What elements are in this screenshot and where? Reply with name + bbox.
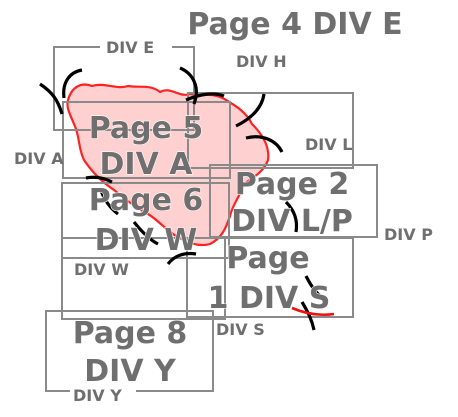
corner-mark-2 bbox=[62, 68, 83, 99]
page-1-label: Page bbox=[226, 241, 309, 276]
div-p-label: DIV P bbox=[384, 225, 433, 244]
div-h-label: DIV H bbox=[236, 52, 287, 71]
page-1-div-label: 1 DIV S bbox=[208, 281, 331, 316]
corner-mark-6 bbox=[245, 135, 284, 153]
corner-mark-3 bbox=[179, 66, 198, 105]
corner-mark-4 bbox=[185, 92, 225, 102]
page-box-page-1[interactable] bbox=[186, 237, 354, 318]
div-l-label: DIV L bbox=[305, 135, 352, 154]
corner-mark-red bbox=[291, 306, 335, 317]
page-5-label: Page 5 bbox=[89, 111, 204, 146]
corner-mark-9 bbox=[132, 221, 159, 246]
page-box-div-w[interactable] bbox=[61, 237, 226, 320]
map-title: Page 4 DIV E bbox=[187, 7, 402, 42]
page-box-page-6[interactable] bbox=[61, 182, 230, 259]
corner-mark-7 bbox=[85, 175, 113, 184]
page-6-div-label: DIV W bbox=[95, 223, 198, 258]
page-2-label: Page 2 bbox=[235, 167, 350, 202]
corner-mark-5 bbox=[235, 93, 266, 128]
page-8-label: Page 8 bbox=[73, 316, 188, 351]
div-y-label: DIV Y bbox=[73, 386, 122, 405]
page-2-div-label: DIV L/P bbox=[231, 204, 353, 239]
div-e-label: DIV E bbox=[106, 38, 154, 57]
corner-mark-1 bbox=[39, 82, 64, 115]
div-y-label-bg bbox=[70, 388, 136, 404]
div-e-label-bg bbox=[100, 40, 172, 56]
page-box-div-h[interactable] bbox=[187, 92, 354, 169]
corner-mark-12 bbox=[304, 275, 327, 302]
page-6-label: Page 6 bbox=[89, 183, 204, 218]
corner-mark-8 bbox=[98, 187, 119, 216]
page-5-div-label: DIV A bbox=[100, 147, 194, 182]
div-s-label: DIV S bbox=[216, 320, 265, 339]
corner-mark-11 bbox=[284, 200, 299, 233]
div-w-label: DIV W bbox=[74, 260, 129, 279]
corner-mark-13 bbox=[300, 301, 316, 331]
page-box-page-5[interactable] bbox=[62, 101, 231, 179]
div-a-label: DIV A bbox=[14, 149, 64, 168]
corner-mark-10 bbox=[166, 251, 197, 266]
page-8-div-label: DIV Y bbox=[84, 354, 177, 389]
